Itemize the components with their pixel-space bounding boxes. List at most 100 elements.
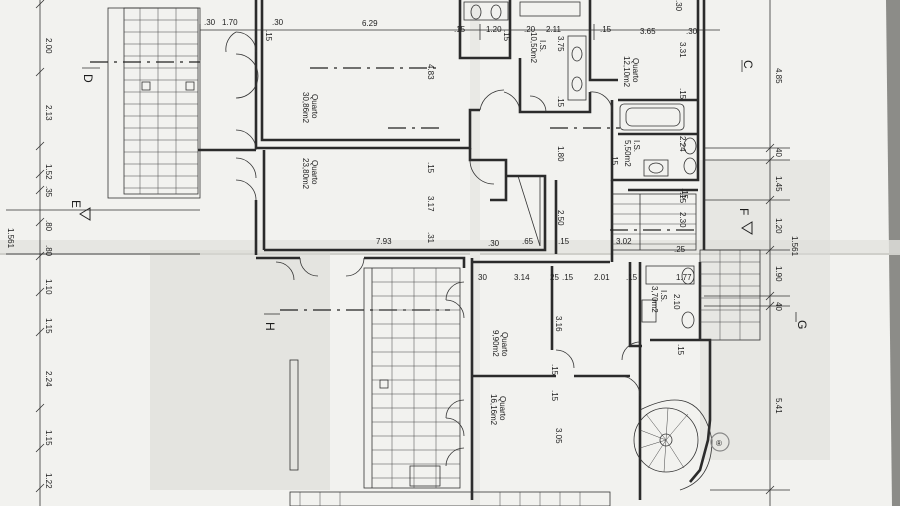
room-label-quarto-3: Quarto 12,10m2 bbox=[622, 56, 640, 88]
walls-upper bbox=[198, 0, 706, 262]
svg-text:.15: .15 bbox=[550, 390, 559, 402]
svg-text:3.17: 3.17 bbox=[426, 196, 435, 212]
svg-text:2.30: 2.30 bbox=[678, 212, 687, 228]
room-label-quarto-1: Quarto 30,86m2 bbox=[301, 92, 319, 124]
dim-right-1: 4.85 bbox=[774, 68, 783, 84]
dim-right-7: 40 bbox=[774, 302, 783, 311]
svg-text:.15: .15 bbox=[562, 273, 574, 282]
dim-top-8: 2.11 bbox=[546, 25, 562, 34]
dim-left-10: 1.15 bbox=[44, 430, 53, 446]
top-dimension-labels: .30 1.70 .30 6.29 .15 1.20 .20 2.11 .15 … bbox=[204, 0, 698, 36]
svg-text:.31: .31 bbox=[426, 232, 435, 244]
dim-right-8: 5.41 bbox=[774, 398, 783, 414]
dim-top-4: 6.29 bbox=[362, 19, 378, 28]
right-dimension-line bbox=[704, 0, 790, 506]
svg-text:3.16: 3.16 bbox=[554, 316, 563, 332]
dim-top-11: .30 bbox=[686, 27, 698, 36]
left-dimension-labels: 2.00 2.13 1.52 .35 .80 .80 1.10 1.15 2.2… bbox=[6, 38, 53, 489]
dim-left-4: .35 bbox=[44, 186, 53, 198]
svg-text:.15: .15 bbox=[264, 30, 273, 42]
svg-text:.15: .15 bbox=[556, 96, 565, 108]
svg-text:.15: .15 bbox=[626, 273, 638, 282]
dim-left-8: 1.15 bbox=[44, 318, 53, 334]
dim-left-11: 1.22 bbox=[44, 473, 53, 489]
svg-text:3.02: 3.02 bbox=[616, 237, 632, 246]
svg-text:9,90m2: 9,90m2 bbox=[491, 330, 500, 357]
svg-text:16,16m2: 16,16m2 bbox=[489, 394, 498, 426]
dim-top-12: .30 bbox=[674, 0, 683, 12]
svg-text:.65: .65 bbox=[522, 237, 534, 246]
dim-right-2: 40 bbox=[774, 148, 783, 157]
dim-left-3: 1.52 bbox=[44, 164, 53, 180]
svg-text:.25: .25 bbox=[674, 245, 686, 254]
dim-left-5: .80 bbox=[44, 220, 53, 232]
svg-text:.15: .15 bbox=[502, 30, 511, 42]
section-marker-c: C bbox=[741, 60, 755, 72]
svg-text:H: H bbox=[263, 322, 277, 331]
svg-text:F: F bbox=[737, 208, 751, 215]
dim-top-7: .20 bbox=[524, 25, 536, 34]
svg-text:4.83: 4.83 bbox=[426, 64, 435, 80]
svg-text:.15: .15 bbox=[676, 344, 685, 356]
svg-text:10,50m2: 10,50m2 bbox=[529, 32, 538, 64]
registered-mark: ® bbox=[716, 439, 722, 448]
room-label-is-1: I.S. 10,50m2 bbox=[529, 32, 547, 64]
dim-right-5: 1.561 bbox=[790, 236, 799, 257]
room-label-is-2: I.S. 5,50m2 bbox=[623, 140, 641, 167]
svg-text:I.S.: I.S. bbox=[659, 290, 668, 302]
svg-text:30: 30 bbox=[478, 273, 487, 282]
svg-text:1.80: 1.80 bbox=[556, 146, 565, 162]
dim-top-3: .30 bbox=[272, 18, 284, 27]
dim-left-9: 2.24 bbox=[44, 371, 53, 387]
svg-text:C: C bbox=[741, 60, 755, 69]
section-marker-d: D bbox=[81, 67, 100, 83]
room-label-is-3: I.S. 3,70m2 bbox=[650, 286, 668, 313]
upper-doors bbox=[225, 31, 613, 201]
svg-text:D: D bbox=[81, 74, 95, 83]
svg-text:.15: .15 bbox=[426, 162, 435, 174]
svg-text:7.93: 7.93 bbox=[376, 237, 392, 246]
svg-text:3.31: 3.31 bbox=[678, 42, 687, 58]
dim-top-2: 1.70 bbox=[222, 18, 238, 27]
svg-text:Quarto: Quarto bbox=[310, 94, 319, 119]
svg-text:Quarto: Quarto bbox=[310, 160, 319, 185]
section-marker-e: E bbox=[69, 200, 91, 221]
svg-text:Quarto: Quarto bbox=[631, 58, 640, 83]
svg-text:.15: .15 bbox=[678, 192, 687, 204]
dim-left-12: 1.561 bbox=[6, 228, 15, 249]
svg-text:.15: .15 bbox=[610, 154, 619, 166]
svg-text:2.50: 2.50 bbox=[556, 210, 565, 226]
svg-text:Quarto: Quarto bbox=[498, 396, 507, 421]
dim-top-6: 1.20 bbox=[486, 25, 502, 34]
svg-text:Quarto: Quarto bbox=[500, 332, 509, 357]
dim-top-1: .30 bbox=[204, 18, 216, 27]
svg-text:2.10: 2.10 bbox=[672, 294, 681, 310]
svg-text:E: E bbox=[69, 200, 83, 208]
room-label-quarto-4: Quarto 9,90m2 bbox=[491, 330, 509, 357]
dim-top-9: .15 bbox=[600, 25, 612, 34]
section-marker-f: F bbox=[737, 208, 753, 235]
lower-left-stair bbox=[289, 267, 461, 489]
bottom-balcony bbox=[289, 491, 611, 506]
svg-text:2.24: 2.24 bbox=[678, 136, 687, 152]
svg-text:G: G bbox=[795, 320, 809, 329]
dim-top-10: 3.65 bbox=[640, 27, 656, 36]
right-dimension-labels: 4.85 40 1.45 1.20 1.561 1.90 40 5.41 bbox=[774, 68, 799, 414]
svg-text:3.14: 3.14 bbox=[514, 273, 530, 282]
svg-text:.15: .15 bbox=[550, 364, 559, 376]
svg-text:1.77: 1.77 bbox=[676, 273, 692, 282]
svg-text:23,80m2: 23,80m2 bbox=[301, 158, 310, 190]
svg-text:12,10m2: 12,10m2 bbox=[622, 56, 631, 88]
lower-doors bbox=[275, 257, 641, 467]
lower-right-fixtures: ® bbox=[633, 249, 761, 491]
svg-text:3.75: 3.75 bbox=[556, 36, 565, 52]
svg-text:.15: .15 bbox=[558, 237, 570, 246]
room-label-quarto-2: Quarto 23,80m2 bbox=[301, 158, 319, 190]
svg-text:5,50m2: 5,50m2 bbox=[623, 140, 632, 167]
svg-text:.15: .15 bbox=[678, 88, 687, 100]
section-marker-h: H bbox=[263, 313, 280, 331]
upper-fixtures bbox=[463, 1, 697, 251]
upper-left-stair bbox=[107, 7, 201, 199]
